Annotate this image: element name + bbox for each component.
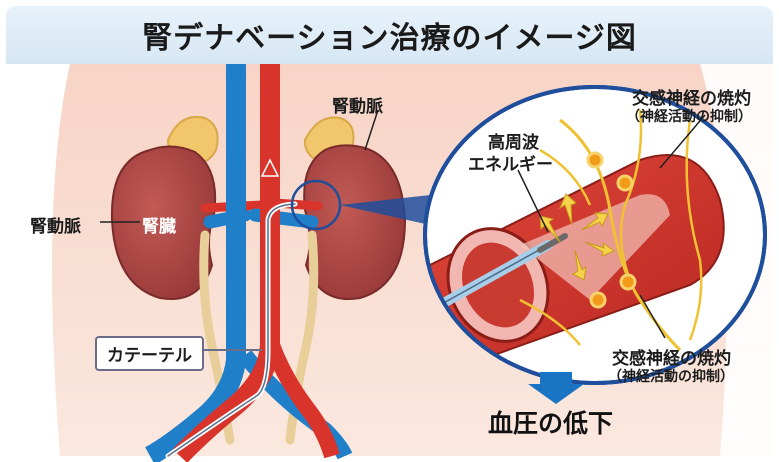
torso-left-edge bbox=[6, 64, 70, 456]
zoom-catheter-outline bbox=[439, 244, 549, 306]
nerve-fiber-2 bbox=[539, 148, 592, 206]
kidney-right-shape bbox=[303, 144, 407, 300]
flow-arrow-icon bbox=[260, 158, 280, 177]
catheter-line-outline bbox=[167, 203, 296, 457]
label-renal-artery-right: 腎動脈 bbox=[332, 97, 383, 117]
ablation-point-3 bbox=[589, 291, 607, 309]
label-kidney: 腎臓 bbox=[142, 217, 176, 237]
down-arrow-icon bbox=[528, 372, 584, 404]
vena-cava bbox=[145, 64, 246, 462]
energy-arrows bbox=[539, 193, 616, 281]
label-ablation-bottom-line1: 交感神経の焼灼 bbox=[612, 349, 731, 369]
leader-renal-artery-right bbox=[364, 109, 379, 151]
label-ablation-top-line2: （神経活動の抑制） bbox=[626, 109, 752, 125]
leader-ablation-top bbox=[659, 114, 706, 169]
ureter-right bbox=[285, 230, 319, 445]
label-renal-artery-left: 腎動脈 bbox=[30, 217, 81, 237]
ablation-point-4 bbox=[619, 273, 637, 291]
leader-ablation-bottom bbox=[639, 294, 666, 339]
ablation-point-2 bbox=[616, 174, 634, 192]
diagram-title: 腎デナベーション治療のイメージ図 bbox=[142, 21, 637, 56]
aorta-right-branch bbox=[264, 342, 340, 459]
result-text: 血圧の低下 bbox=[488, 409, 614, 438]
nerve-fiber-3 bbox=[619, 109, 643, 281]
label-ablation-bottom-line2: （神経活動の抑制） bbox=[608, 369, 734, 385]
label-rf-energy-line1: 高周波 bbox=[488, 133, 539, 153]
zoom-connector bbox=[340, 195, 430, 225]
nerve-fiber-4 bbox=[685, 119, 703, 341]
nerve-fiber-5 bbox=[519, 298, 581, 346]
ablation-point-1 bbox=[586, 151, 604, 169]
label-rf-energy-line2: エネルギー bbox=[468, 155, 553, 175]
title-bar: 腎デナベーション治療のイメージ図 bbox=[6, 6, 773, 64]
zoom-catheter-tip bbox=[537, 233, 568, 253]
leader-rf bbox=[517, 169, 549, 233]
label-ablation-top-line1: 交感神経の焼灼 bbox=[632, 89, 751, 109]
label-catheter: カテーテル bbox=[95, 336, 204, 371]
